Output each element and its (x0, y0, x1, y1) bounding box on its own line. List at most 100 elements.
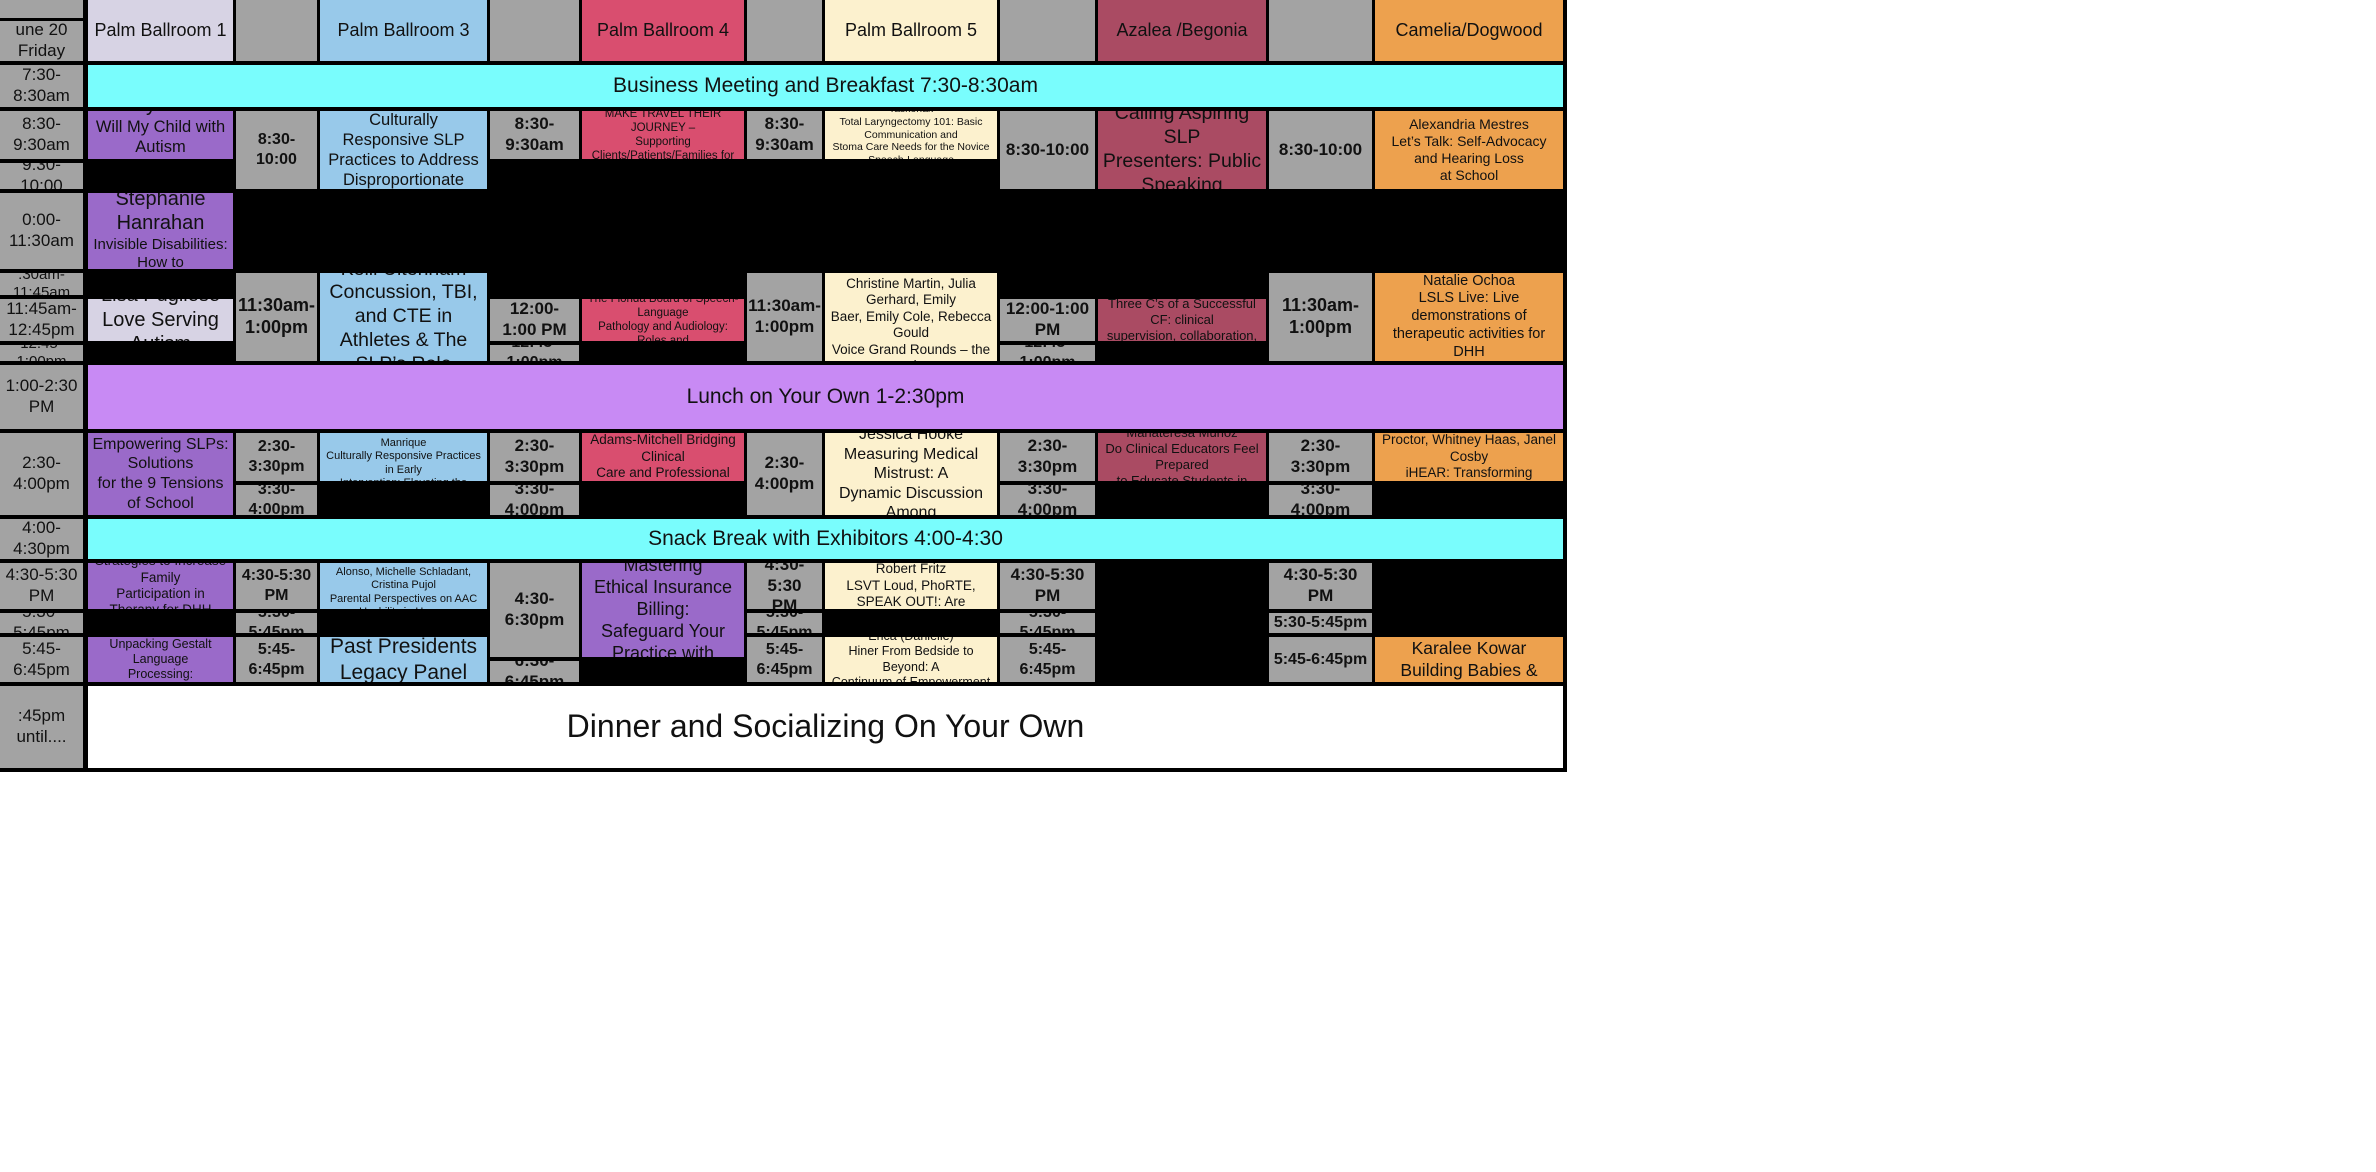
session-joe-zelenke-line-3: to Educate Students in AAC? (1116, 472, 1248, 481)
session-sydney-bassard: Sydney BassardStrategies to Increase Fam… (88, 563, 233, 609)
session-marie-ireland-line-2: Empowering SLPs: Solutions (92, 435, 229, 473)
room-header-palm1: Palm Ballroom 1 (88, 0, 233, 61)
session-fred-rahe-line-3: Pathology and Audiology: Roles and (598, 321, 728, 341)
time-label-4-30-line-1: 4:30-5:30 PM (5, 565, 78, 605)
room-time-4-30-5-30-c-line-1: 4:30-5:30 (764, 563, 805, 595)
session-marie-ireland-line-3: for the 9 Tensions of School (97, 475, 224, 512)
session-kelli-uitenham-line-1: Kelli Uitenham (341, 273, 467, 281)
room-time-5-30-5-45-c-line-1: 5:30-5:45pm (756, 613, 813, 633)
snack-break-banner-line-1: Snack Break with Exhibitors 4:00-4:30 (648, 527, 1003, 551)
session-pamela-rowe-line-2: Measuring Medical Mistrust: A (843, 445, 979, 483)
room-time-8-30-9-30: 8:30-9:30am (490, 111, 579, 159)
room-time-8-30-10-00-d: 8:30-10:00 (1000, 111, 1095, 189)
session-keynote-hanrahan-line-2: Stephanie Hanrahan (115, 193, 206, 235)
time-label-8-30-line-1: 8:30-9:30am (13, 114, 70, 154)
room-time-8-30-9-30-line-1: 8:30-9:30am (505, 114, 564, 154)
room-time-11-30-1-00-e-line-1: 11:30am- (1281, 295, 1360, 316)
room-time-5-45-6-45-d-line-1: 5:45-6:45pm (1019, 640, 1076, 678)
room-header-gap-3 (747, 0, 822, 61)
session-stacie-smith-line-2: MAKE TRAVEL THEIR JOURNEY – (604, 111, 722, 134)
business-meeting-banner-line-1: Business Meeting and Breakfast 7:30-8:30… (613, 74, 1038, 98)
session-lisa-pugliese-line-2: Love Serving Autism (102, 308, 219, 341)
room-time-3-30-4-00-b: 3:30-4:00pm (490, 485, 579, 515)
room-time-2-30-3-30-d: 2:30-3:30pm (1000, 433, 1095, 481)
time-label-1-00-line-1: 1:00-2:30 PM (5, 376, 78, 416)
session-erica-clark: Erica Clark, Emily Biro, Natalie OchoaLS… (1375, 273, 1563, 361)
session-sydney-bassard-line-3: Participation in Therapy for DHH (109, 586, 211, 609)
session-lauren-hastings-line-3: Safeguard Your Practice with (600, 620, 726, 657)
session-munoz-aac-line-1: Mariateresa Muñoz, Robert Fifer, Christi… (324, 563, 483, 566)
session-stacie-smith-line-3: Supporting Clients/Patients/Families for (591, 136, 735, 159)
time-label-5-30: 5:30-5:45pm (0, 613, 83, 633)
time-label-11-30-line-1: :30am-11:45am (12, 273, 71, 295)
session-zerrin-martin-line-2: Adams-Mitchell Bridging Clinical (590, 433, 736, 464)
dinner-banner-line-1: Dinner and Socializing On Your Own (566, 708, 1085, 745)
session-sheryl-rosin-line-3: Ever Talk? (122, 157, 199, 159)
session-marie-ireland-line-1: Marie Ireland (114, 433, 207, 435)
room-header-gap-5 (1269, 0, 1372, 61)
session-sheryl-rosin-line-1: Sheryl Rosin (104, 111, 217, 117)
room-time-3-30-4-00-e: 3:30-4:00pm (1269, 485, 1372, 515)
room-time-5-30-5-45-c: 5:30-5:45pm (747, 613, 822, 633)
time-label-1-00: 1:00-2:30 PM (0, 365, 83, 429)
session-farwa-hussain: Farwa HussainUnpacking Gestalt LanguageP… (88, 637, 233, 682)
session-keynote-hanrahan: Keynote: Featured SpeakerStephanie Hanra… (88, 193, 233, 269)
time-label-5-45-line-1: 5:45-6:45pm (13, 638, 70, 679)
room-time-5-45-6-45-d: 5:45-6:45pm (1000, 637, 1095, 682)
room-time-8-30-9-30-c-line-1: 8:30-9:30am (755, 114, 814, 154)
room-time-3-30-4-00-d-line-1: 3:30-4:00pm (1017, 485, 1078, 515)
time-label-12-45-line-1: 12:45-1:00pm (4, 345, 79, 361)
room-time-5-30-5-45: 5:30-5:45pm (236, 613, 317, 633)
time-label-11-45: 11:45am-12:45pm (0, 299, 83, 341)
session-munoz-aac-line-2: Alonso, Michelle Schladant, Cristina Puj… (335, 565, 472, 592)
room-time-12-45-1-00: 12:45-1:00pm (490, 345, 579, 361)
session-lisa-pugliese: Lisa PuglieseLove Serving Autism (88, 299, 233, 341)
room-time-5-45-6-45-e-line-1: 5:45-6:45pm (1273, 650, 1368, 668)
session-hildebrand: Ronja Hildebrand and Tamber TaskonakTota… (825, 111, 997, 159)
room-header-gap-1 (236, 0, 317, 61)
time-label-9-30-line-1: 9:30-10:00 (20, 163, 63, 189)
session-widdicombe-line-3: Culturally Responsive Practices in Early (326, 450, 481, 476)
time-label-5-45: 5:45-6:45pm (0, 637, 83, 682)
session-farwa-hussain-line-2: Unpacking Gestalt Language (109, 637, 212, 666)
room-time-2-30-3-30-e-line-1: 2:30-3:30pm (1290, 436, 1351, 476)
session-lsvt-loud-line-2: LSVT Loud, PhoRTE, SPEAK OUT!: Are (846, 577, 976, 609)
room-time-4-30-5-30-c-line-2: PM (771, 596, 798, 609)
room-time-4-30-5-30-d: 4:30-5:30 PM (1000, 563, 1095, 609)
day-label: une 20 Friday (0, 21, 83, 61)
room-time-2-30-3-30-b: 2:30-3:30pm (490, 433, 579, 481)
room-time-2-30-3-30-b-line-1: 2:30-3:30pm (504, 436, 565, 476)
session-voice-grand-rounds-line-2: Christine Martin, Julia Gerhard, Emily (846, 275, 976, 308)
session-widdicombe-line-1: Katherine Javier Widdicombe and Katherin… (324, 433, 483, 437)
session-castillo-line-1: Catherine (Cat) Castillo and Erica (Dani… (829, 637, 993, 644)
session-alexandria-mestres-line-3: at School (1439, 167, 1499, 184)
time-label-dinner: :45pm until.... (0, 686, 83, 768)
session-past-presidents-line-1: Past Presidents (329, 637, 478, 658)
room-time-2-30-3-30-e: 2:30-3:30pm (1269, 433, 1372, 481)
room-header-azalea-line-1: Azalea /Begonia (1116, 19, 1248, 40)
session-corina-espejo: Corina EspejoCalling Aspiring SLPPresent… (1098, 111, 1266, 189)
room-time-2-30-4-00: 2:30-4:00pm (747, 433, 822, 515)
session-voice-grand-rounds-line-1: Maria Murljacic, Robert Fritz, (829, 273, 993, 276)
room-time-12-45-1-00-d-line-1: 12:45-1:00pm (1004, 345, 1091, 361)
room-time-8-30-10-00-e: 8:30-10:00 (1269, 111, 1372, 189)
session-voice-grand-rounds-line-4: Voice Grand Rounds – the stories (831, 341, 991, 361)
room-header-camelia: Camelia/Dogwood (1375, 0, 1563, 61)
room-header-gap-4 (1000, 0, 1095, 61)
time-label-2-30-line-1: 2:30-4:00pm (13, 453, 70, 493)
time-label-dinner-line-1: :45pm until.... (16, 706, 67, 746)
session-elizabeth-pozen: Elizabeth PozenThree C’s of a Successful… (1098, 299, 1266, 341)
room-time-11-30-1-00-c: 11:30am-1:00pm (747, 273, 822, 361)
room-header-palm5-line-1: Palm Ballroom 5 (844, 19, 978, 40)
session-carrie-loughran-line-2: Proctor, Whitney Haas, Janel Cosby (1381, 433, 1557, 464)
session-fred-rahe: Fred RaheThe Florida Board of Speech-Lan… (582, 299, 744, 341)
room-time-3-30-4-00-b-line-1: 3:30-4:00pm (504, 485, 565, 515)
room-time-11-30-1-00-c-line-2: 1:00pm (754, 317, 815, 336)
time-label-7-30: 7:30-8:30am (0, 65, 83, 107)
session-lisa-pugliese-line-1: Lisa Pugliese (101, 299, 220, 308)
